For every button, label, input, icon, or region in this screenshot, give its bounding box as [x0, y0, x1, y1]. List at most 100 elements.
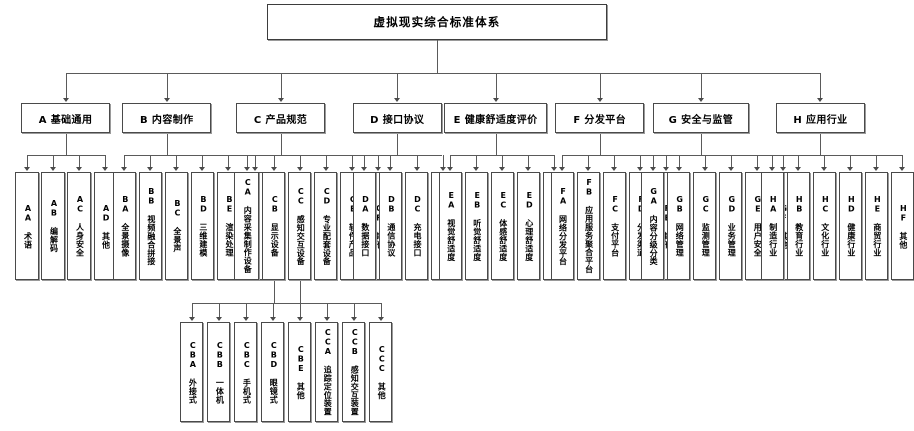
- category-box-a[interactable]: A 基础通用: [21, 103, 110, 133]
- subitem-box-fb[interactable]: FB 应用服务聚合平台: [576, 172, 600, 280]
- subitem-label: CA 内容采集制作设备: [243, 178, 253, 274]
- connector-category-stem: [820, 133, 821, 155]
- connector-to-subitem: [705, 155, 706, 168]
- category-label: H 应用行业: [793, 114, 848, 126]
- subitem-label: GD 业务管理: [727, 195, 737, 257]
- connector-to-subitem: [562, 155, 563, 168]
- subitem-label: EC 体感舒适度: [498, 190, 508, 262]
- subitem-box-gd[interactable]: GD 业务管理: [719, 172, 743, 280]
- arrow-head-icon: [375, 167, 381, 171]
- connector-to-category: [600, 73, 601, 99]
- category-box-b[interactable]: B 内容制作: [122, 103, 212, 133]
- subitem-box-ab[interactable]: AB 编解码: [41, 172, 65, 280]
- leafitem-label: CBB 一体机: [215, 340, 225, 404]
- leafitem-box-ccb[interactable]: CCB 感知交互装置: [342, 322, 366, 422]
- subitem-box-cc[interactable]: CC 感知交互设备: [288, 172, 312, 280]
- connector-to-subitem: [105, 155, 106, 168]
- arrow-head-icon: [271, 167, 277, 171]
- arrow-head-icon: [525, 167, 531, 171]
- leafitem-box-ccc[interactable]: CCC 其他: [369, 322, 393, 422]
- leafitem-box-cba[interactable]: CBA 外接式: [180, 322, 204, 422]
- subitem-box-ha[interactable]: HA 制造行业: [760, 172, 784, 280]
- subitem-box-he[interactable]: HE 商贸行业: [864, 172, 888, 280]
- subitem-box-hc[interactable]: HC 文化行业: [812, 172, 836, 280]
- connector-to-subitem: [679, 155, 680, 168]
- category-box-c[interactable]: C 产品规范: [236, 103, 325, 133]
- subitem-label: ED 心理舒适度: [524, 190, 534, 262]
- connector-to-subitem: [27, 155, 28, 168]
- subitem-label: DC 充电接口: [412, 195, 422, 257]
- connector-subitem-bus: [124, 155, 255, 156]
- category-box-g[interactable]: G 安全与监管: [652, 103, 750, 133]
- subitem-label: HD 健康行业: [846, 195, 856, 257]
- connector-to-subitem: [443, 155, 444, 168]
- subitem-box-hb[interactable]: HB 教育行业: [786, 172, 810, 280]
- subitem-box-ga[interactable]: GA 内容分级分类: [641, 172, 665, 280]
- subitem-box-fc[interactable]: FC 支付平台: [602, 172, 626, 280]
- subitem-label: AD 其他: [101, 203, 111, 249]
- connector-to-subitem: [653, 155, 654, 168]
- subitem-label: CB 显示设备: [270, 195, 280, 257]
- connector-category-stem: [397, 133, 398, 155]
- subitem-label: CD 专业配套设备: [322, 186, 332, 266]
- subitem-box-dc[interactable]: DC 充电接口: [404, 172, 429, 280]
- subitem-box-bb[interactable]: BB 视频融合拼接: [138, 172, 162, 280]
- arrow-head-icon: [147, 167, 153, 171]
- leafitem-box-cca[interactable]: CCA 追踪定位装置: [315, 322, 339, 422]
- subitem-label: AC 人身安全: [75, 195, 85, 257]
- category-box-h[interactable]: H 应用行业: [776, 103, 865, 133]
- subitem-box-fa[interactable]: FA 网络分发平台: [550, 172, 574, 280]
- subitem-box-bc[interactable]: BC 全景声: [164, 172, 188, 280]
- connector-category-stem: [281, 133, 282, 155]
- subitem-box-ec[interactable]: EC 体感舒适度: [490, 172, 514, 280]
- arrow-head-icon: [676, 167, 682, 171]
- category-label: F 分发平台: [573, 114, 627, 126]
- arrow-head-icon: [663, 167, 669, 171]
- arrow-head-icon: [349, 167, 355, 171]
- category-label: D 接口协议: [370, 114, 425, 126]
- connector-to-subitem: [772, 155, 773, 168]
- arrow-head-icon: [199, 167, 205, 171]
- subitem-box-cd[interactable]: CD 专业配套设备: [314, 172, 338, 280]
- connector-to-category: [701, 73, 702, 99]
- connector-to-subitem: [390, 155, 391, 168]
- connector-to-subitem: [378, 155, 379, 168]
- arrow-head-icon: [378, 317, 384, 321]
- connector-category-stem: [701, 133, 702, 155]
- connector-to-subitem: [876, 155, 877, 168]
- subitem-box-db[interactable]: DB 通信协议: [378, 172, 403, 280]
- arrow-head-icon: [323, 167, 329, 171]
- subitem-box-aa[interactable]: AA 术语: [15, 172, 39, 280]
- subitem-box-ba[interactable]: BA 全景摄像: [112, 172, 136, 280]
- subitem-box-ea[interactable]: EA 视觉舒适度: [438, 172, 462, 280]
- subitem-box-eb[interactable]: EB 听觉舒适度: [464, 172, 488, 280]
- subitem-label: GC 监测管理: [701, 195, 711, 257]
- category-box-e[interactable]: E 健康舒适度评价: [444, 103, 547, 133]
- subitem-box-gb[interactable]: GB 网络管理: [667, 172, 691, 280]
- subitem-label: BC 全景声: [172, 199, 182, 253]
- subitem-box-ed[interactable]: ED 心理舒适度: [516, 172, 540, 280]
- leafitem-box-cbd[interactable]: CBD 眼镜式: [261, 322, 285, 422]
- leafitem-box-cbb[interactable]: CBB 一体机: [207, 322, 231, 422]
- subitem-box-ca[interactable]: CA 内容采集制作设备: [234, 172, 260, 280]
- subitem-label: GF 其他: [779, 203, 789, 249]
- leafitem-box-cbe[interactable]: CBE 其他: [288, 322, 312, 422]
- subitem-box-gc[interactable]: GC 监测管理: [693, 172, 717, 280]
- subitem-box-bd[interactable]: BD 三维建模: [190, 172, 215, 280]
- connector-to-leafitem: [381, 303, 382, 318]
- subitem-box-ac[interactable]: AC 人身安全: [67, 172, 91, 280]
- arrow-head-icon: [559, 167, 565, 171]
- connector-to-subitem: [476, 155, 477, 168]
- category-box-f[interactable]: F 分发平台: [555, 103, 645, 133]
- leafitem-box-cbc[interactable]: CBC 手机式: [234, 322, 258, 422]
- subitem-box-hd[interactable]: HD 健康行业: [838, 172, 862, 280]
- category-box-d[interactable]: D 接口协议: [352, 103, 442, 133]
- connector-subitem-bus: [653, 155, 784, 156]
- connector-to-category: [397, 73, 398, 99]
- connector-category-bus: [66, 73, 821, 74]
- arrow-head-icon: [270, 317, 276, 321]
- subitem-box-da[interactable]: DA 数据接口: [352, 172, 376, 280]
- arrow-head-icon: [597, 98, 603, 102]
- subitem-box-hf[interactable]: HF 其他: [890, 172, 914, 280]
- subitem-box-cb[interactable]: CB 显示设备: [262, 172, 286, 280]
